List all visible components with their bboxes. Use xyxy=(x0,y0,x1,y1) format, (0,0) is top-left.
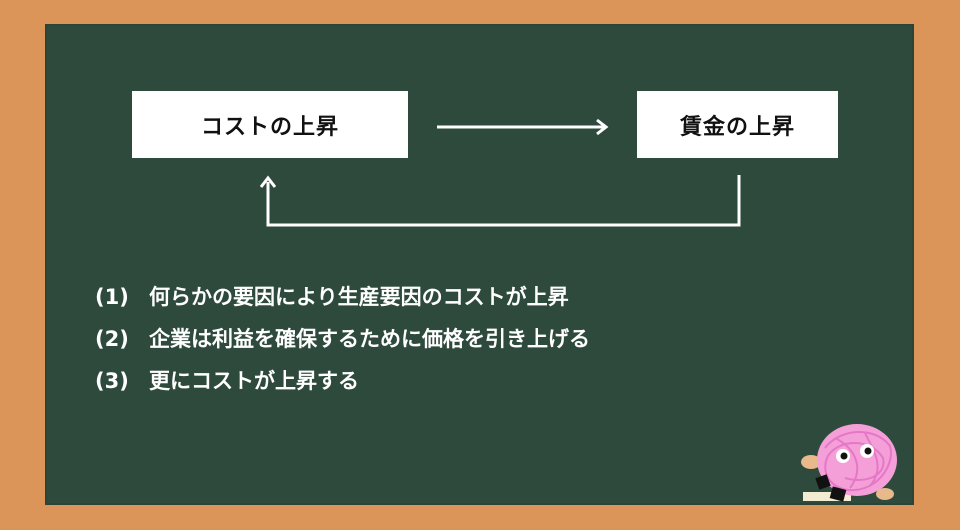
mascot-hand-icon xyxy=(876,488,894,500)
list-item: (3)更にコストが上昇する xyxy=(95,360,590,402)
mascot-character-icon xyxy=(795,418,920,518)
list-number: (1) xyxy=(95,276,149,318)
explanation-list: (1)何らかの要因により生産要因のコストが上昇 (2)企業は利益を確保するために… xyxy=(95,276,590,402)
list-number: (3) xyxy=(95,360,149,402)
list-item: (1)何らかの要因により生産要因のコストが上昇 xyxy=(95,276,590,318)
list-text: 企業は利益を確保するために価格を引き上げる xyxy=(149,327,590,351)
list-text: 更にコストが上昇する xyxy=(149,369,359,393)
list-number: (2) xyxy=(95,318,149,360)
list-text: 何らかの要因により生産要因のコストが上昇 xyxy=(149,285,569,309)
return-loop-line xyxy=(268,175,739,225)
list-item: (2)企業は利益を確保するために価格を引き上げる xyxy=(95,318,590,360)
